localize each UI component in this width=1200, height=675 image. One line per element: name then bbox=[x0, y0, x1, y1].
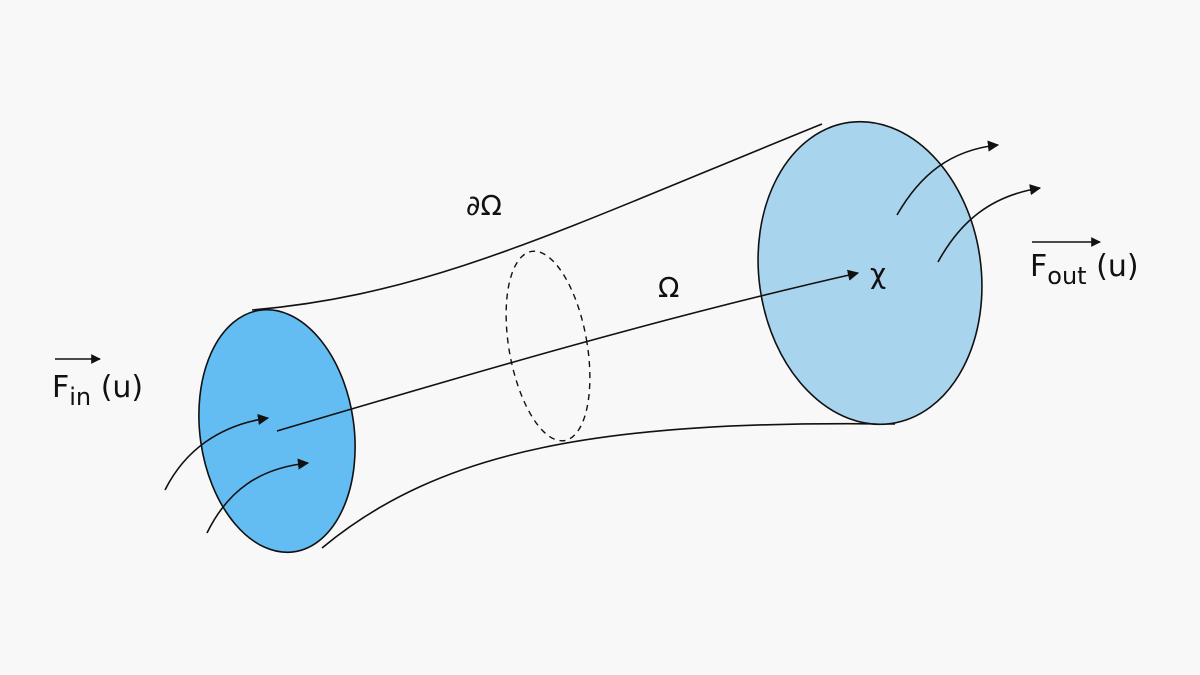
flux-out-sub: out bbox=[1047, 262, 1086, 290]
flux-in-sub: in bbox=[69, 383, 91, 411]
tube-bottom-wall bbox=[321, 422, 896, 549]
boundary-label: ∂Ω bbox=[466, 189, 502, 222]
outlet-disk bbox=[757, 120, 983, 426]
flux-out-label: Fout (u) bbox=[1030, 249, 1139, 290]
flux-in-arg: (u) bbox=[91, 370, 143, 405]
flux-out-arg: (u) bbox=[1087, 249, 1139, 284]
flux-out-main: F bbox=[1030, 249, 1047, 284]
tube-top-wall bbox=[251, 123, 823, 311]
domain-axis-arrow bbox=[276, 269, 860, 432]
flux-in-label: Fin (u) bbox=[52, 370, 143, 411]
point-label: χ bbox=[870, 257, 886, 290]
domain-label: Ω bbox=[658, 271, 679, 304]
inflow-arrow-1 bbox=[164, 413, 270, 491]
flux-in-main: F bbox=[52, 370, 69, 405]
outflow-arrow-2 bbox=[937, 184, 1042, 263]
cross-section-dashed bbox=[505, 250, 591, 442]
outflow-arrow-1 bbox=[896, 140, 1000, 216]
inflow-arrow-2 bbox=[206, 458, 310, 534]
